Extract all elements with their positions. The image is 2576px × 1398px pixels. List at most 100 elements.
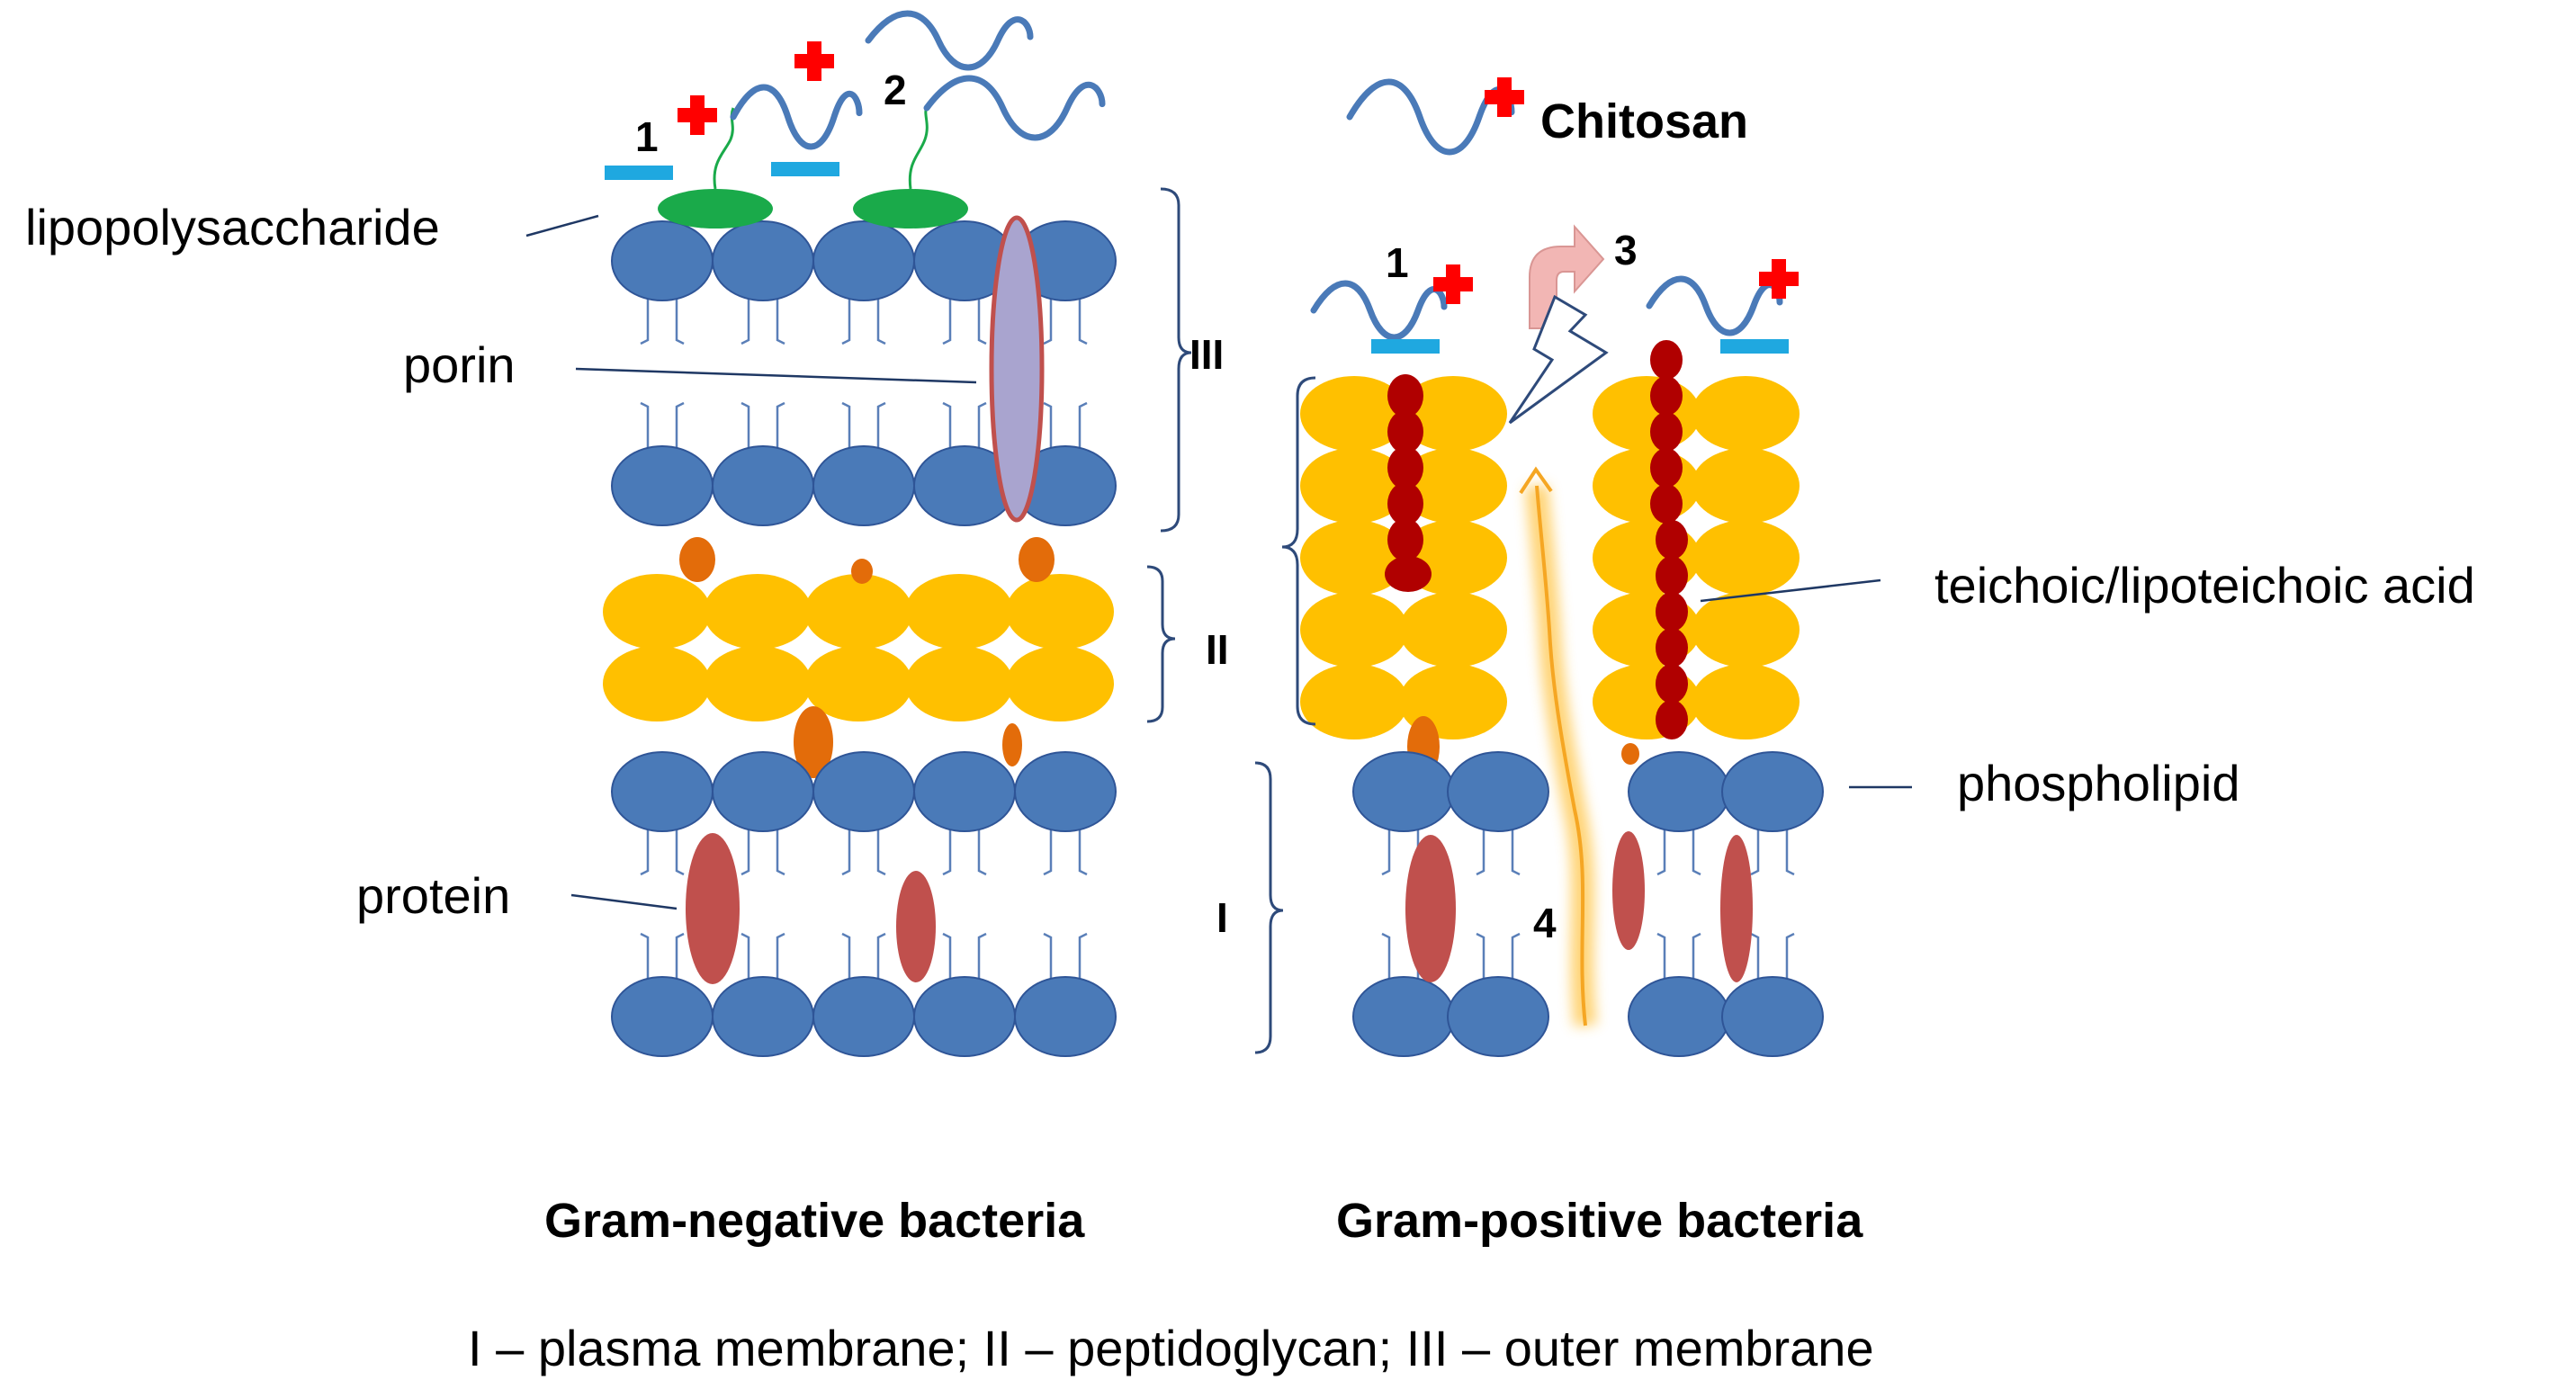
peptidoglycan-unit: [603, 646, 711, 721]
bracket-i: [1254, 761, 1284, 1054]
membrane-protein: [1612, 831, 1645, 950]
phospholipid-head: [812, 751, 915, 832]
phospholipid-tail: [942, 295, 987, 345]
orange-particle: [1002, 723, 1022, 766]
phospholipid-head: [1014, 751, 1117, 832]
phospholipid-tail: [1750, 826, 1795, 876]
positive-charge-icon: [794, 41, 834, 81]
phospholipid-head: [913, 976, 1016, 1057]
negative-charge-icon: [1371, 339, 1440, 354]
layer-legend: I – plasma membrane; II – peptidoglycan;…: [468, 1320, 1874, 1376]
phospholipid-head: [812, 220, 915, 301]
positive-charge-icon: [1485, 77, 1524, 117]
teichoic-leader-line: [1700, 578, 1881, 603]
phospholipid-tail: [841, 401, 886, 452]
teichoic-acid-bead: [1650, 340, 1683, 380]
phospholipid-head: [812, 976, 915, 1057]
phospholipid-head: [712, 976, 814, 1057]
peptidoglycan-unit: [1692, 520, 1800, 596]
phospholipid-head: [1352, 751, 1455, 832]
lipopolysaccharide-oval: [658, 189, 773, 229]
teichoic-acid-bead: [1650, 412, 1683, 452]
teichoic-acid-label: teichoic/lipoteichoic acid: [1934, 557, 2475, 614]
phospholipid-tail: [640, 932, 685, 982]
teichoic-acid-bead: [1650, 448, 1683, 488]
phospholipid-tail: [740, 295, 785, 345]
peptidoglycan-unit: [1300, 448, 1408, 524]
chitosan-strand: [865, 10, 1034, 71]
phospholipid-head: [1014, 976, 1117, 1057]
peptidoglycan-unit: [905, 574, 1013, 650]
peptidoglycan-unit: [1593, 448, 1701, 524]
bracket-ii: [1146, 565, 1176, 723]
teichoic-acid-bead: [1650, 376, 1683, 416]
orange-particle: [1019, 537, 1055, 582]
phospholipid-tail: [841, 826, 886, 876]
layer-iii-label: III: [1189, 331, 1224, 378]
gram-negative-wall: [603, 105, 1117, 1057]
teichoic-acid-bead: [1387, 446, 1423, 489]
phospholipid-tail: [1043, 295, 1088, 345]
chitosan-legend-label: Chitosan: [1540, 94, 1748, 148]
phospholipid-head: [712, 445, 814, 526]
teichoic-acid-bead: [1656, 592, 1688, 632]
phospholipid-tail: [640, 826, 685, 876]
teichoic-acid-bead: [1656, 664, 1688, 703]
phospholipid-tail: [841, 932, 886, 982]
phospholipid-tail: [942, 401, 987, 452]
phospholipid-tail: [1043, 826, 1088, 876]
peptidoglycan-unit: [1692, 376, 1800, 452]
phospholipid-head: [1628, 976, 1730, 1057]
phospholipid-tail: [1043, 401, 1088, 452]
peptidoglycan-unit: [1300, 376, 1408, 452]
phospholipid-tail: [740, 401, 785, 452]
negative-charge-icon: [1720, 339, 1789, 354]
lipopolysaccharide-oval: [853, 189, 968, 229]
phospholipid-head: [1628, 751, 1730, 832]
membrane-protein: [1720, 835, 1753, 982]
chitosan-strand: [730, 84, 863, 150]
peptidoglycan-unit: [1692, 592, 1800, 668]
teichoic-acid-bead: [1387, 482, 1423, 525]
teichoic-acid-bead: [1387, 410, 1423, 453]
bracket-iii: [1160, 187, 1192, 533]
phospholipid-head: [611, 751, 714, 832]
phospholipid-tail: [1476, 826, 1521, 876]
positive-charge-icon: [678, 95, 717, 135]
gram-negative-caption: Gram-negative bacteria: [544, 1194, 1085, 1248]
chitosan-strand: [923, 75, 1106, 141]
teichoic-acid-bead: [1656, 628, 1688, 668]
peptidoglycan-unit: [804, 574, 912, 650]
porin-label: porin: [403, 336, 516, 393]
phospholipid-head: [812, 445, 915, 526]
phospholipid-tail: [942, 826, 987, 876]
teichoic-acid-bead: [1656, 556, 1688, 596]
positive-charge-icon: [1433, 264, 1473, 304]
step-3: 3: [1614, 227, 1638, 273]
layer-i-label: I: [1216, 894, 1228, 941]
phospholipid-tail: [1656, 826, 1701, 876]
chitosan-strand: [1310, 280, 1448, 341]
peptidoglycan-unit: [1300, 664, 1408, 739]
lipopolysaccharide-chain: [908, 105, 929, 190]
arrow-head-icon: [1519, 466, 1553, 495]
phospholipid-tail: [1043, 932, 1088, 982]
leader-lines: [525, 214, 1912, 910]
phospholipid-tail: [740, 826, 785, 876]
membrane-protein: [1405, 835, 1456, 982]
phospholipid-tail: [942, 932, 987, 982]
gram-positive-wall: [1300, 340, 1824, 1057]
chitosan-interaction-layer: [605, 10, 1799, 1027]
lps-leader-line: [525, 214, 599, 237]
teichoic-acid-bead: [1387, 374, 1423, 417]
peptidoglycan-unit: [1399, 448, 1507, 524]
teichoic-acid-bead: [1656, 700, 1688, 739]
phospholipid-head: [712, 220, 814, 301]
phospholipid-tail: [1476, 932, 1521, 982]
phospholipid-head: [1721, 976, 1824, 1057]
step-2: 2: [884, 67, 907, 113]
peptidoglycan-unit: [704, 574, 812, 650]
orange-particle: [679, 537, 715, 582]
step-4: 4: [1533, 900, 1557, 946]
